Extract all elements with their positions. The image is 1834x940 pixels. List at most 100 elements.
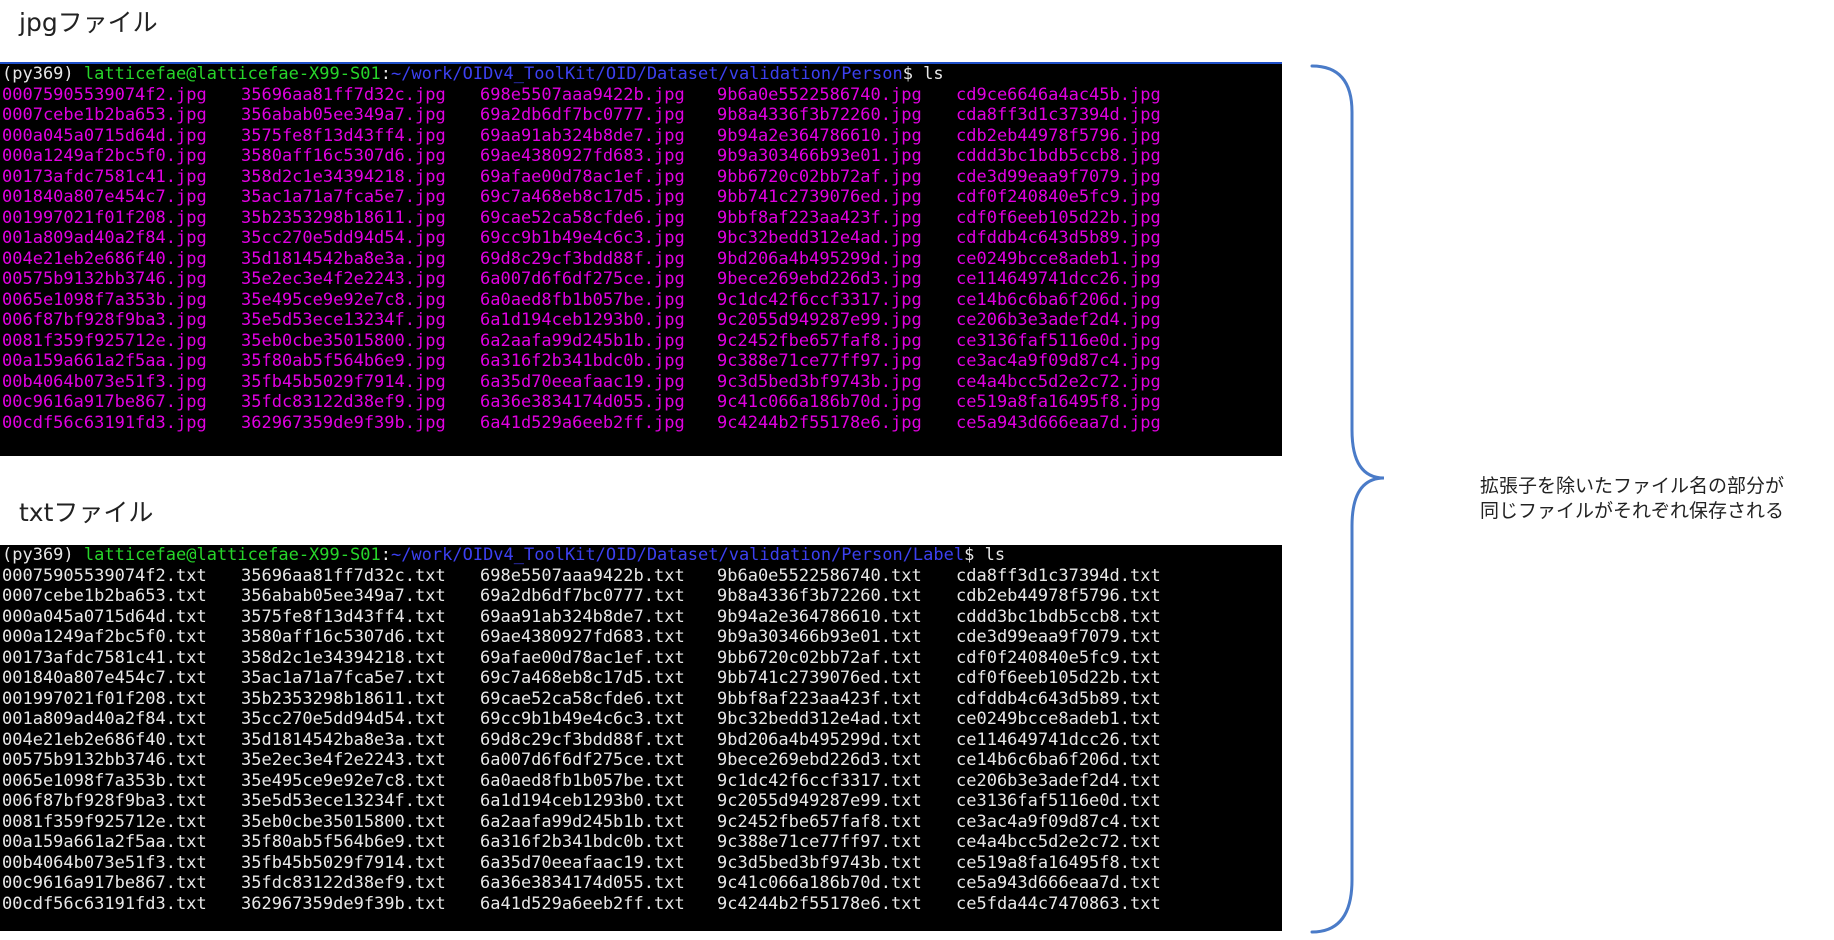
file-entry: 9c388e71ce77ff97.jpg bbox=[717, 351, 922, 371]
file-entry: 69cc9b1b49e4c6c3.jpg bbox=[480, 228, 685, 248]
file-entry: 9b6a0e5522586740.jpg bbox=[717, 84, 922, 105]
file-entry: 69aa91ab324b8de7.jpg bbox=[480, 125, 685, 146]
file-entry: ce3136faf5116e0d.txt bbox=[956, 791, 1161, 811]
file-entry: cde3d99eaa9f7079.jpg bbox=[956, 166, 1161, 187]
prompt-separator: : bbox=[380, 545, 391, 565]
file-entry: 00173afdc7581c41.txt bbox=[2, 647, 207, 668]
file-entry: 006f87bf928f9ba3.jpg bbox=[2, 310, 207, 330]
file-entry: 9c4244b2f55178e6.jpg bbox=[717, 412, 922, 433]
file-entry: 3575fe8f13d43ff4.txt bbox=[241, 606, 446, 627]
file-entry: 9c41c066a186b70d.txt bbox=[717, 873, 922, 893]
file-entry: 69d8c29cf3bdd88f.jpg bbox=[480, 248, 685, 269]
file-entry: cda8ff3d1c37394d.txt bbox=[956, 565, 1161, 586]
file-entry: 69c7a468eb8c17d5.txt bbox=[480, 668, 685, 688]
txt-terminal-prompt: (py369) latticefae@latticefae-X99-S01:~/… bbox=[0, 545, 1282, 566]
file-entry: ce519a8fa16495f8.jpg bbox=[956, 392, 1161, 412]
file-entry: 69d8c29cf3bdd88f.txt bbox=[480, 729, 685, 750]
annotation-line-2: 同じファイルがそれぞれ保存される bbox=[1479, 500, 1784, 522]
file-entry: 35d1814542ba8e3a.txt bbox=[241, 729, 446, 750]
prompt-user-host: latticefae@latticefae-X99-S01 bbox=[83, 64, 381, 84]
file-entry: 35ac1a71a7fca5e7.jpg bbox=[241, 187, 446, 207]
file-entry: ce3ac4a9f09d87c4.jpg bbox=[956, 351, 1161, 371]
file-entry: 362967359de9f39b.txt bbox=[241, 893, 446, 914]
prompt-separator: : bbox=[380, 64, 391, 84]
file-entry: 35fdc83122d38ef9.txt bbox=[241, 873, 446, 893]
file-entry: 9b94a2e364786610.txt bbox=[717, 606, 922, 627]
file-entry: 9c3d5bed3bf9743b.jpg bbox=[717, 371, 922, 392]
file-entry: 35cc270e5dd94d54.txt bbox=[241, 709, 446, 729]
file-entry: ce206b3e3adef2d4.jpg bbox=[956, 310, 1161, 330]
file-entry: 6a36e3834174d055.jpg bbox=[480, 392, 685, 412]
file-entry: 35fdc83122d38ef9.jpg bbox=[241, 392, 446, 412]
file-entry: 69aa91ab324b8de7.txt bbox=[480, 606, 685, 627]
jpg-terminal-window[interactable]: (py369) latticefae@latticefae-X99-S01:~/… bbox=[0, 62, 1282, 456]
file-entry: 0081f359f925712e.jpg bbox=[2, 330, 207, 351]
file-entry: 6a2aafa99d245b1b.jpg bbox=[480, 330, 685, 351]
file-entry: 358d2c1e34394218.jpg bbox=[241, 166, 446, 187]
file-entry: 6a2aafa99d245b1b.txt bbox=[480, 811, 685, 832]
file-entry: 35e495ce9e92e7c8.txt bbox=[241, 770, 446, 791]
file-entry: 9c2452fbe657faf8.jpg bbox=[717, 330, 922, 351]
file-entry: ce206b3e3adef2d4.txt bbox=[956, 770, 1161, 791]
file-entry: 3575fe8f13d43ff4.jpg bbox=[241, 125, 446, 146]
file-entry: 3580aff16c5307d6.txt bbox=[241, 627, 446, 647]
file-entry: cdf0f6eeb105d22b.jpg bbox=[956, 207, 1161, 228]
file-entry: 6a0aed8fb1b057be.txt bbox=[480, 770, 685, 791]
file-entry: 69a2db6df7bc0777.jpg bbox=[480, 105, 685, 125]
file-entry: 0007cebe1b2ba653.jpg bbox=[2, 105, 207, 125]
file-entry: cdb2eb44978f5796.txt bbox=[956, 586, 1161, 606]
file-entry: 001a809ad40a2f84.jpg bbox=[2, 228, 207, 248]
file-entry: 00cdf56c63191fd3.jpg bbox=[2, 412, 207, 433]
prompt-user-host: latticefae@latticefae-X99-S01 bbox=[83, 545, 381, 565]
file-entry: 6a1d194ceb1293b0.txt bbox=[480, 791, 685, 811]
txt-terminal-window[interactable]: (py369) latticefae@latticefae-X99-S01:~/… bbox=[0, 545, 1282, 931]
file-entry: 6a35d70eeafaac19.jpg bbox=[480, 371, 685, 392]
file-entry: 9c3d5bed3bf9743b.txt bbox=[717, 852, 922, 873]
file-entry: 9c4244b2f55178e6.txt bbox=[717, 893, 922, 914]
file-entry: ce4a4bcc5d2e2c72.jpg bbox=[956, 371, 1161, 392]
file-entry: 9bbf8af223aa423f.txt bbox=[717, 688, 922, 709]
file-entry: 00575b9132bb3746.txt bbox=[2, 750, 207, 770]
prompt-env: (py369) bbox=[2, 545, 84, 565]
file-entry: 356abab05ee349a7.txt bbox=[241, 586, 446, 606]
file-entry: 006f87bf928f9ba3.txt bbox=[2, 791, 207, 811]
file-entry: 35e495ce9e92e7c8.jpg bbox=[241, 289, 446, 310]
right-curly-brace-icon bbox=[1310, 64, 1385, 934]
file-entry: 00075905539074f2.jpg bbox=[2, 84, 207, 105]
file-entry: ce14b6c6ba6f206d.txt bbox=[956, 750, 1161, 770]
file-entry: ce3136faf5116e0d.jpg bbox=[956, 330, 1161, 351]
file-entry: cdf0f6eeb105d22b.txt bbox=[956, 668, 1161, 688]
file-entry: 35fb45b5029f7914.jpg bbox=[241, 371, 446, 392]
file-entry: 6a36e3834174d055.txt bbox=[480, 873, 685, 893]
prompt-env: (py369) bbox=[2, 64, 84, 84]
file-entry: 9c2055d949287e99.txt bbox=[717, 791, 922, 811]
file-entry: 00a159a661a2f5aa.jpg bbox=[2, 351, 207, 371]
file-entry: cda8ff3d1c37394d.jpg bbox=[956, 105, 1161, 125]
prompt-path: ~/work/OIDv4_ToolKit/OID/Dataset/validat… bbox=[390, 64, 903, 84]
file-entry: 35e2ec3e4f2e2243.txt bbox=[241, 750, 446, 770]
txt-section-caption: txtファイル bbox=[19, 498, 154, 527]
file-entry: 9b8a4336f3b72260.jpg bbox=[717, 105, 922, 125]
file-entry: 3580aff16c5307d6.jpg bbox=[241, 146, 446, 166]
file-entry: 69cc9b1b49e4c6c3.txt bbox=[480, 709, 685, 729]
prompt-command: $ ls bbox=[902, 64, 944, 84]
file-entry: 9c2452fbe657faf8.txt bbox=[717, 811, 922, 832]
file-entry: 6a41d529a6eeb2ff.txt bbox=[480, 893, 685, 914]
file-entry: 35696aa81ff7d32c.txt bbox=[241, 565, 446, 586]
file-entry: 356abab05ee349a7.jpg bbox=[241, 105, 446, 125]
file-entry: 69afae00d78ac1ef.txt bbox=[480, 647, 685, 668]
file-entry: 35f80ab5f564b6e9.jpg bbox=[241, 351, 446, 371]
file-entry: 00b4064b073e51f3.txt bbox=[2, 852, 207, 873]
file-entry: ce4a4bcc5d2e2c72.txt bbox=[956, 832, 1161, 852]
file-entry: 000a045a0715d64d.jpg bbox=[2, 125, 207, 146]
file-entry: 35b2353298b18611.jpg bbox=[241, 207, 446, 228]
file-entry: 001997021f01f208.txt bbox=[2, 688, 207, 709]
file-entry: cddd3bc1bdb5ccb8.txt bbox=[956, 606, 1161, 627]
file-entry: ce0249bcce8adeb1.txt bbox=[956, 709, 1161, 729]
file-entry: 6a007d6f6df275ce.txt bbox=[480, 750, 685, 770]
file-entry: 001840a807e454c7.jpg bbox=[2, 187, 207, 207]
file-entry: 35d1814542ba8e3a.jpg bbox=[241, 248, 446, 269]
file-entry: 9b8a4336f3b72260.txt bbox=[717, 586, 922, 606]
file-entry: cdfddb4c643d5b89.txt bbox=[956, 688, 1161, 709]
